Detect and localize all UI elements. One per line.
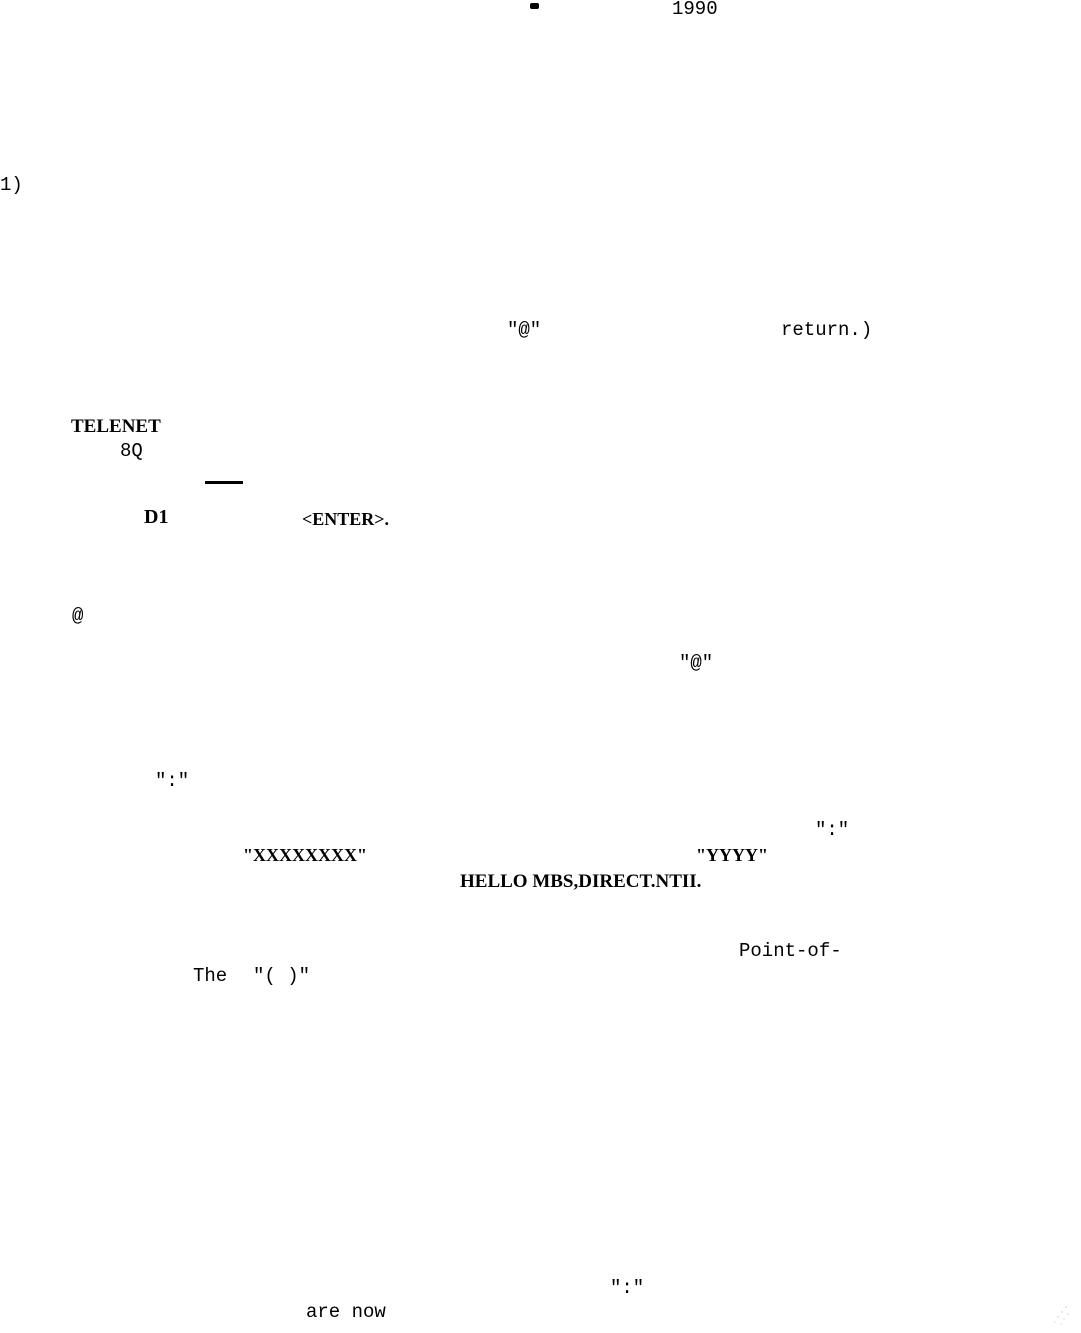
return-text: return.)	[781, 319, 873, 341]
point-of-text: Point-of-	[739, 940, 842, 962]
scan-speckle	[1054, 1306, 1069, 1325]
paren-quoted: "( )"	[253, 965, 311, 987]
colon-quoted-2: ":"	[815, 819, 850, 841]
colon-quoted-3: ":"	[610, 1277, 645, 1299]
colon-quoted-1: ":"	[155, 770, 190, 792]
d1-label: D1	[144, 506, 169, 528]
code-8q: 8Q	[120, 440, 143, 462]
at-prompt: @	[72, 605, 84, 627]
header-bullet-mark	[530, 3, 539, 9]
at-sign-quoted: "@"	[507, 319, 542, 341]
telenet-label: TELENET	[71, 416, 161, 437]
underline-mark	[205, 481, 243, 484]
at-sign-quoted-2: "@"	[679, 652, 714, 674]
enter-key-label: <ENTER>.	[302, 509, 390, 529]
x-placeholder: "XXXXXXXX"	[243, 845, 367, 865]
header-year: 1990	[672, 0, 718, 20]
hello-command: HELLO MBS,DIRECT.NTII.	[460, 871, 702, 892]
y-placeholder: "YYYY"	[696, 845, 768, 865]
the-word: The	[193, 965, 228, 987]
list-marker: 1)	[0, 174, 23, 196]
are-now-text: are now	[306, 1301, 386, 1323]
